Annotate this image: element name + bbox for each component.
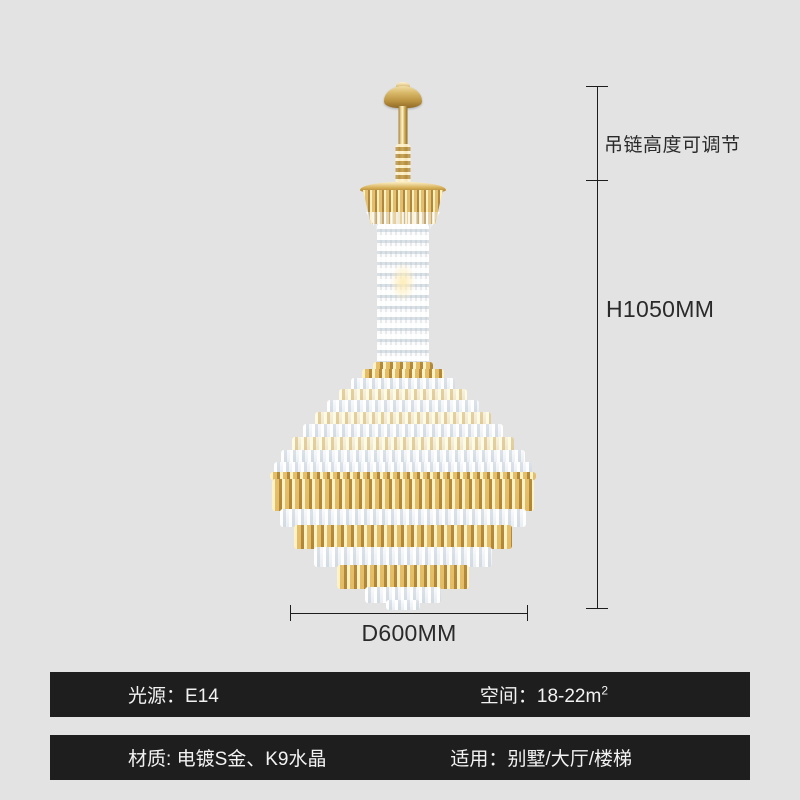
spec-space-value: 18-22m bbox=[536, 686, 602, 707]
spec-material-value: 电镀S金、K9水晶 bbox=[176, 749, 327, 770]
diameter-label: D600MM bbox=[361, 620, 457, 646]
body-tier bbox=[292, 437, 514, 452]
spec-light-source-label: 光源： bbox=[128, 686, 186, 707]
body-tier bbox=[351, 378, 455, 391]
body-tier bbox=[365, 587, 441, 603]
spec-bar-material: 材质: 电镀S金、K9水晶 适用：别墅/大厅/楼梯 bbox=[50, 735, 750, 780]
chandelier-icon bbox=[266, 82, 540, 610]
spec-space-label: 空间： bbox=[479, 686, 537, 707]
body-tier bbox=[339, 389, 467, 402]
body-tier bbox=[315, 412, 491, 426]
ceiling-canopy bbox=[384, 86, 422, 108]
body-tier bbox=[274, 462, 532, 474]
spec-application-label: 适用： bbox=[450, 749, 508, 770]
height-dim-bottom-tick bbox=[586, 608, 608, 609]
column-light-glow bbox=[390, 262, 416, 302]
body-tier bbox=[280, 509, 526, 527]
spec-application-value: 别墅/大厅/楼梯 bbox=[507, 749, 632, 770]
body-tier bbox=[281, 450, 525, 464]
spec-space: 空间：18-22m2 bbox=[480, 681, 608, 708]
total-height-label: H1050MM bbox=[606, 296, 715, 322]
body-tier bbox=[303, 424, 503, 439]
chain-height-label: 吊链高度可调节 bbox=[604, 135, 741, 156]
body-bottom-tip bbox=[386, 600, 420, 610]
body-tier bbox=[373, 362, 433, 371]
chandelier-main-body bbox=[266, 362, 540, 610]
body-tier bbox=[327, 400, 479, 414]
spec-material-label: 材质: bbox=[128, 749, 177, 770]
upper-gold-tier bbox=[360, 182, 446, 230]
body-tier bbox=[294, 525, 512, 549]
body-tier bbox=[362, 369, 444, 380]
spec-space-superscript: 2 bbox=[601, 683, 608, 698]
spec-material: 材质: 电镀S金、K9水晶 bbox=[128, 744, 326, 771]
spec-light-source: 光源：E14 bbox=[128, 681, 219, 708]
body-widest-rim bbox=[270, 472, 536, 480]
spec-bar-light-source: 光源：E14 空间：18-22m2 bbox=[50, 672, 750, 717]
horizontal-dimension-line bbox=[290, 613, 528, 614]
spec-application: 适用：别墅/大厅/楼梯 bbox=[450, 744, 632, 771]
upper-tier-rim bbox=[360, 182, 446, 192]
body-tier bbox=[337, 565, 469, 589]
spec-light-source-value: E14 bbox=[185, 686, 219, 707]
body-tier bbox=[314, 547, 492, 567]
body-gold-band bbox=[272, 479, 534, 511]
vertical-dimension-line bbox=[597, 86, 598, 608]
